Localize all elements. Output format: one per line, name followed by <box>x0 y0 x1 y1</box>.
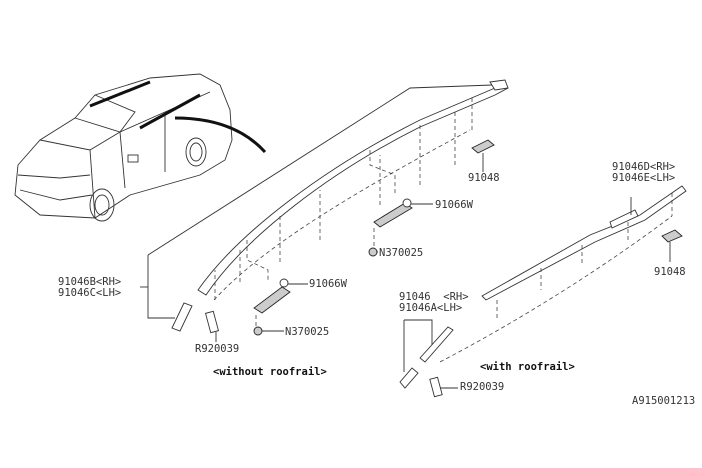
label-91046b: 91046B<RH> <box>58 276 121 288</box>
clip-91048-upper <box>471 139 495 154</box>
label-91066w-lower: 91066W <box>309 278 348 290</box>
label-91066w-upper: 91066W <box>435 199 474 211</box>
label-91046-rh: 91046 <RH> <box>399 291 469 303</box>
label-r920039-left: R920039 <box>195 343 239 355</box>
label-91046d: 91046D<RH> <box>612 161 675 173</box>
diagram-id: A915001213 <box>632 395 695 407</box>
end-cap-right <box>399 367 419 389</box>
label-91048-right: 91048 <box>654 266 686 278</box>
label-n370025-lower: N370025 <box>285 326 329 338</box>
caption-with-roofrail: <with roofrail> <box>480 361 575 373</box>
bracket-91066w-upper <box>373 202 413 228</box>
with-roofrail-assembly <box>399 185 687 398</box>
clip-91048-right <box>661 229 683 243</box>
roof-molding-with-rail <box>481 185 687 301</box>
label-r920039-right: R920039 <box>460 381 504 393</box>
car-illustration <box>14 73 267 222</box>
label-n370025-upper: N370025 <box>379 247 423 259</box>
bracket-91066w-lower <box>253 286 291 314</box>
label-91046a: 91046A<LH> <box>399 302 462 314</box>
label-91046e: 91046E<LH> <box>612 172 675 184</box>
label-91046c: 91046C<LH> <box>58 287 121 299</box>
nut-n370025-lower <box>253 326 263 336</box>
label-91048-upper: 91048 <box>468 172 500 184</box>
end-cap-left <box>171 302 193 332</box>
caption-without-roofrail: <without roofrail> <box>213 366 327 378</box>
cap-r920039-right <box>429 376 443 398</box>
nut-n370025-upper <box>368 247 378 257</box>
without-roofrail-assembly <box>140 79 509 342</box>
roof-molding-upper <box>197 81 509 296</box>
cap-r920039-left <box>204 310 220 334</box>
